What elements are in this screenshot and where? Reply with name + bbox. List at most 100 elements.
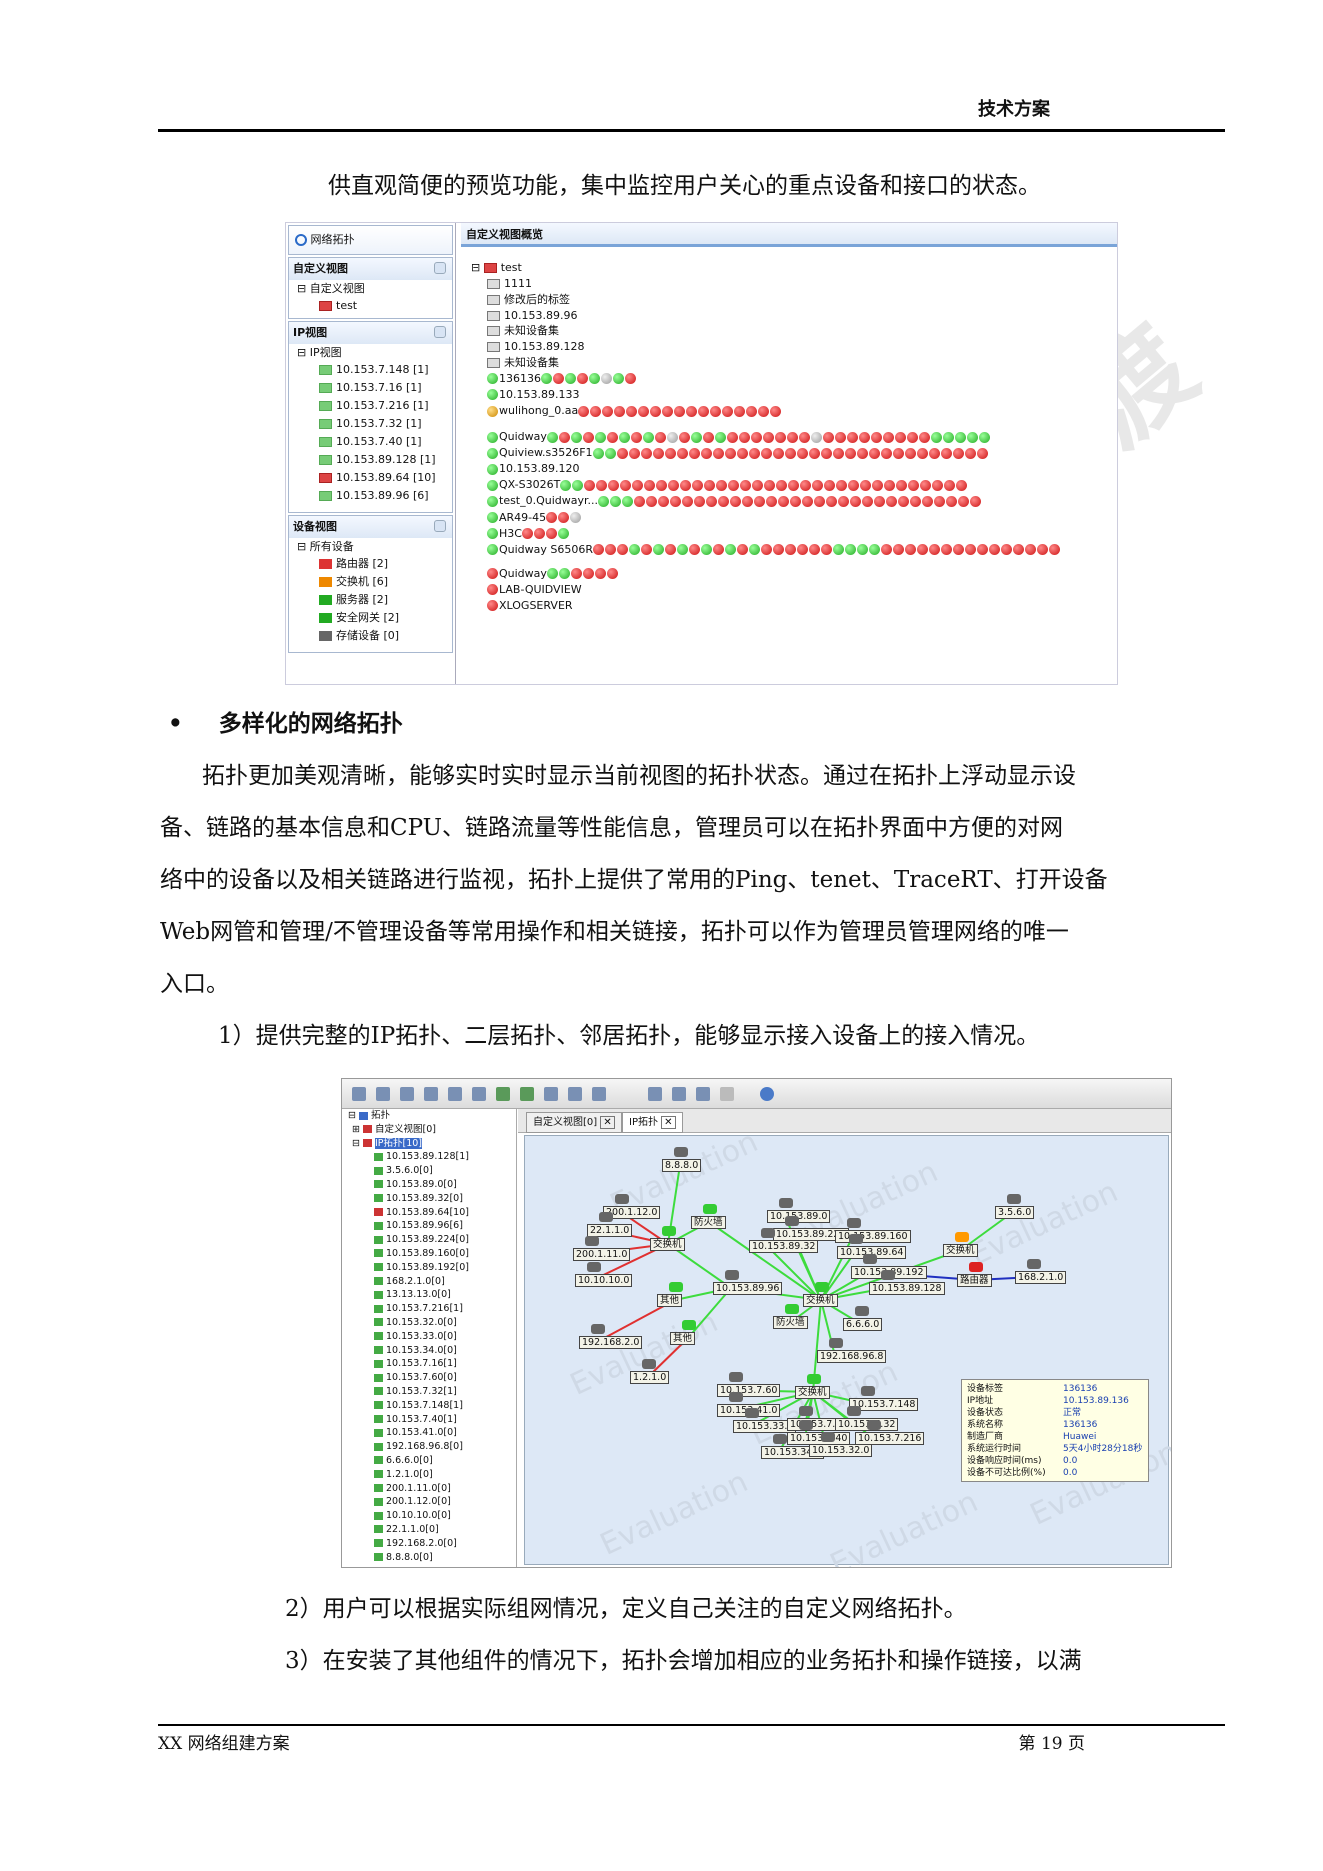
subnet-icon[interactable] [1027,1259,1041,1269]
node-label[interactable]: 其他 [670,1332,696,1345]
folder-row[interactable]: 10.153.89.96 [487,307,577,324]
binoculars-icon[interactable] [672,1087,686,1101]
node-label[interactable]: 10.153.7.32 [835,1418,899,1431]
device-row[interactable]: Quiview.s3526F1 [487,444,989,461]
folder-row[interactable]: 10.153.89.128 [487,338,584,355]
node-label[interactable]: 168.2.1.0 [1015,1271,1067,1284]
tree-ip-item[interactable]: 10.153.89.64 [10] [289,469,452,487]
tree-ip-item[interactable]: 10.153.7.40 [1] [289,433,452,451]
node-label[interactable]: 10.153.32.0 [809,1444,873,1457]
subnet-icon[interactable] [847,1218,861,1228]
subnet-icon[interactable] [867,1420,881,1430]
subnet-icon[interactable] [587,1262,601,1272]
device-row[interactable]: AR49-45 [487,509,582,526]
tree-topo-item[interactable]: 10.153.89.128[1] [342,1150,516,1164]
tree-topo-item[interactable]: 192.168.2.0[0] [342,1537,516,1551]
fit-icon[interactable] [352,1087,366,1101]
subnet-icon[interactable] [761,1228,775,1238]
tree-ip-item[interactable]: 10.153.89.96 [6] [289,487,452,505]
tree-ip-topology[interactable]: ⊟ IP拓扑[10] [352,1137,423,1149]
tree-topo-item[interactable]: 3.5.6.0[0] [342,1164,516,1178]
folder-row[interactable]: 未知设备集 [487,322,559,339]
node-label[interactable]: 交换机 [650,1238,685,1251]
tree-topo-item[interactable]: 10.153.89.64[10] [342,1206,516,1220]
device-row[interactable]: LAB-QUIDVIEW [487,581,582,598]
layout-icon[interactable] [592,1087,606,1101]
device-icon[interactable] [682,1320,696,1330]
node-label[interactable]: 1.2.1.0 [630,1371,670,1384]
node-label[interactable]: 交换机 [803,1294,838,1307]
tree-ip-root[interactable]: ⊟ IP视图 [297,346,342,359]
node-label[interactable]: 22.1.1.0 [587,1224,633,1237]
node-label[interactable]: 10.10.10.0 [575,1274,633,1287]
tree-root[interactable]: ⊟ 拓扑 [348,1110,390,1121]
subnet-icon[interactable] [829,1338,843,1348]
tree-topo-item[interactable]: 200.1.11.0[0] [342,1482,516,1496]
tree-topo-item[interactable]: 192.168.96.8[0] [342,1440,516,1454]
device-icon[interactable] [955,1232,969,1242]
subnet-icon[interactable] [821,1432,835,1442]
subnet-icon[interactable] [799,1420,813,1430]
save-icon[interactable] [544,1087,558,1101]
node-label[interactable]: 10.153.7.60 [717,1384,781,1397]
device-row[interactable]: 10.153.89.133 [487,386,579,403]
node-label[interactable]: 8.8.8.0 [662,1159,702,1172]
print-icon[interactable] [568,1087,582,1101]
device-row[interactable]: Quidway [487,565,619,582]
eagle-eye-icon[interactable] [448,1087,462,1101]
node-label[interactable]: 200.1.11.0 [573,1248,631,1261]
tree-ip-item[interactable]: 10.153.7.16 [1] [289,379,452,397]
subnet-icon[interactable] [799,1406,813,1416]
subnet-icon[interactable] [863,1254,877,1264]
subnet-icon[interactable] [779,1198,793,1208]
select-icon[interactable] [424,1087,438,1101]
tree-topo-item[interactable]: 10.153.89.224[0] [342,1233,516,1247]
tree-topo-item[interactable]: 22.1.1.0[0] [342,1523,516,1537]
subnet-icon[interactable] [642,1359,656,1369]
tree-topo-item[interactable]: 1.2.1.0[0] [342,1468,516,1482]
tree-device-item[interactable]: 路由器 [2] [289,555,452,573]
zoom-out-icon[interactable] [400,1087,414,1101]
collapse-icon[interactable] [434,520,446,532]
tab-ip-topology[interactable]: IP拓扑 ✕ [622,1112,683,1133]
node-label[interactable]: 10.153.89.0 [767,1210,831,1223]
device-icon[interactable] [969,1262,983,1272]
tab-custom-view[interactable]: 自定义视图[0] ✕ [526,1112,622,1133]
tree-device-item[interactable]: 安全网关 [2] [289,609,452,627]
node-label[interactable]: 交换机 [795,1386,830,1399]
tree-topo-item[interactable]: 10.153.7.32[1] [342,1385,516,1399]
tree-topo-item[interactable]: 168.2.1.0[0] [342,1275,516,1289]
tree-ip-item[interactable]: 10.153.7.32 [1] [289,415,452,433]
device-icon[interactable] [662,1226,676,1236]
device-row[interactable]: wulihong_0.aa [487,402,782,419]
device-row[interactable]: Quidway S6506R [487,541,1061,558]
tree-topo-item[interactable]: 10.153.89.96[6] [342,1219,516,1233]
collapse-icon[interactable] [434,326,446,338]
node-label[interactable]: 10.153.89.32 [749,1240,819,1253]
collapse-icon[interactable] [434,262,446,274]
subnet-icon[interactable] [599,1212,613,1222]
tree-topo-item[interactable]: 10.153.7.16[1] [342,1357,516,1371]
device-row[interactable]: 136136 [487,370,637,387]
overview-root[interactable]: ⊟ test [471,261,522,274]
tree-device-item[interactable]: 服务器 [2] [289,591,452,609]
node-label[interactable]: 6.6.6.0 [843,1318,883,1331]
subnet-icon[interactable] [1007,1194,1021,1204]
node-label[interactable]: 192.168.96.8 [817,1350,887,1363]
node-label[interactable]: 10.153.89.96 [713,1282,783,1295]
subnet-icon[interactable] [729,1372,743,1382]
tree-topo-item[interactable]: 10.153.41.0[0] [342,1426,516,1440]
tree-topo-item[interactable]: 10.153.7.148[1] [342,1399,516,1413]
tree-topo-item[interactable]: 10.10.10.0[0] [342,1509,516,1523]
tree-topo-item[interactable]: 13.13.13.0[0] [342,1288,516,1302]
subnet-icon[interactable] [861,1386,875,1396]
subnet-icon[interactable] [745,1408,759,1418]
device-row[interactable]: Quidway [487,428,991,445]
tree-topo-item[interactable]: 200.1.12.0[0] [342,1495,516,1509]
tree-topo-item[interactable]: 10.153.89.0[0] [342,1178,516,1192]
grid-icon[interactable] [696,1087,710,1101]
device-row[interactable]: 10.153.89.120 [487,460,579,477]
device-icon[interactable] [815,1282,829,1292]
tree-topo-item[interactable]: 10.153.7.216[1] [342,1302,516,1316]
subnet-icon[interactable] [785,1216,799,1226]
